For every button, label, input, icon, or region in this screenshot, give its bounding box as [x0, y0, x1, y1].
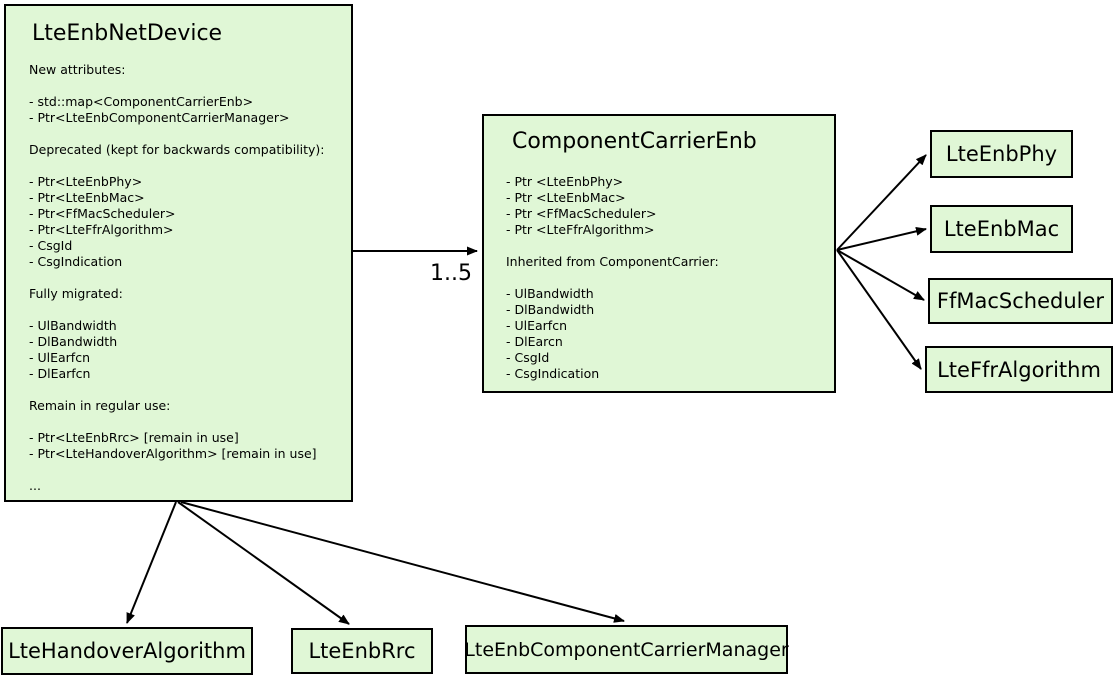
attribute-line: [29, 302, 351, 318]
arrow-carrier-to-mac: [836, 226, 927, 251]
attribute-line: - Ptr<LteEnbComponentCarrierManager>: [29, 110, 290, 125]
attribute-line: ...: [29, 478, 41, 493]
arrow-netdevice-to-handover: [126, 501, 177, 624]
attribute-line: - UlBandwidth: [506, 286, 594, 301]
class-box-ltehandoveralgorithm: LteHandoverAlgorithm: [1, 627, 253, 675]
attribute-line: - UlEarfcn: [506, 318, 567, 333]
attribute-line: Deprecated (kept for backwards compatibi…: [29, 142, 325, 157]
class-title: LteEnbPhy: [945, 142, 1058, 166]
class-title: LteEnbNetDevice: [32, 21, 223, 46]
attribute-line: - CsgId: [29, 238, 73, 253]
arrow-carrier-to-ffmac: [836, 249, 925, 301]
class-box-lteenbmac: LteEnbMac: [930, 205, 1073, 253]
class-box-lteenbrrc: LteEnbRrc: [291, 628, 433, 674]
attribute-line: [29, 382, 351, 398]
attribute-line: - Ptr<LteHandoverAlgorithm> [remain in u…: [29, 446, 317, 461]
class-title: LteEnbMac: [943, 217, 1060, 241]
arrow-netdevice-to-ccm: [180, 501, 625, 623]
arrow-carrier-to-phy: [836, 154, 927, 251]
attribute-line: Fully migrated:: [29, 286, 123, 301]
attribute-line: - DlEarfcn: [29, 366, 91, 381]
class-box-componentcarrierenb: ComponentCarrierEnb - Ptr <LteEnbPhy>- P…: [482, 114, 836, 393]
class-box-lteenbnetdevice: LteEnbNetDevice New attributes: - std::m…: [4, 4, 353, 502]
attribute-line: - Ptr <LteEnbPhy>: [506, 174, 624, 189]
attribute-line: [29, 126, 351, 142]
attribute-line: - std::map<ComponentCarrierEnb>: [29, 94, 254, 109]
attribute-line: - Ptr <LteFfrAlgorithm>: [506, 222, 655, 237]
attribute-line: - Ptr <FfMacScheduler>: [506, 206, 657, 221]
attribute-line: - CsgIndication: [506, 366, 600, 381]
attribute-line: - UlBandwidth: [29, 318, 117, 333]
multiplicity-label: 1..5: [430, 261, 472, 286]
attribute-line: - Ptr<LteEnbRrc> [remain in use]: [29, 430, 239, 445]
attribute-line: - CsgId: [506, 350, 550, 365]
class-box-ffmacscheduler: FfMacScheduler: [928, 278, 1113, 324]
class-attributes: - Ptr <LteEnbPhy>- Ptr <LteEnbMac>- Ptr …: [484, 156, 834, 382]
attribute-line: - UlEarfcn: [29, 350, 90, 365]
attribute-line: New attributes:: [29, 62, 126, 77]
attribute-line: [506, 270, 834, 286]
class-box-lteenbcomponentcarriermanager: LteEnbComponentCarrierManager: [464, 625, 789, 674]
class-title: LteFfrAlgorithm: [937, 357, 1101, 382]
attribute-line: Remain in regular use:: [29, 398, 171, 413]
class-title: FfMacScheduler: [936, 289, 1105, 313]
class-box-lteenbphy: LteEnbPhy: [930, 130, 1073, 178]
attribute-line: - DlBandwidth: [506, 302, 595, 317]
arrow-carrier-to-ffr: [836, 249, 922, 370]
attribute-line: Inherited from ComponentCarrier:: [506, 254, 719, 269]
attribute-line: - Ptr<FfMacScheduler>: [29, 206, 176, 221]
attribute-line: [29, 462, 351, 478]
attribute-line: [506, 238, 834, 254]
attribute-line: - DlBandwidth: [29, 334, 118, 349]
attribute-line: [29, 158, 351, 174]
class-title: LteHandoverAlgorithm: [8, 639, 246, 663]
class-title: LteEnbComponentCarrierManager: [464, 638, 789, 661]
attribute-line: - Ptr<LteEnbMac>: [29, 190, 145, 205]
class-box-lteffralgorithm: LteFfrAlgorithm: [925, 346, 1113, 393]
class-title: ComponentCarrierEnb: [512, 129, 757, 154]
attribute-line: - Ptr<LteEnbPhy>: [29, 174, 143, 189]
attribute-line: - Ptr <LteEnbMac>: [506, 190, 626, 205]
attribute-line: - DlEarcn: [506, 334, 563, 349]
arrow-netdevice-to-rrc: [177, 501, 350, 625]
attribute-line: [29, 414, 351, 430]
attribute-line: [29, 270, 351, 286]
attribute-line: - CsgIndication: [29, 254, 123, 269]
attribute-line: [29, 78, 351, 94]
class-attributes: New attributes: - std::map<ComponentCarr…: [6, 48, 351, 494]
attribute-line: - Ptr<LteFfrAlgorithm>: [29, 222, 174, 237]
class-title: LteEnbRrc: [308, 639, 416, 663]
